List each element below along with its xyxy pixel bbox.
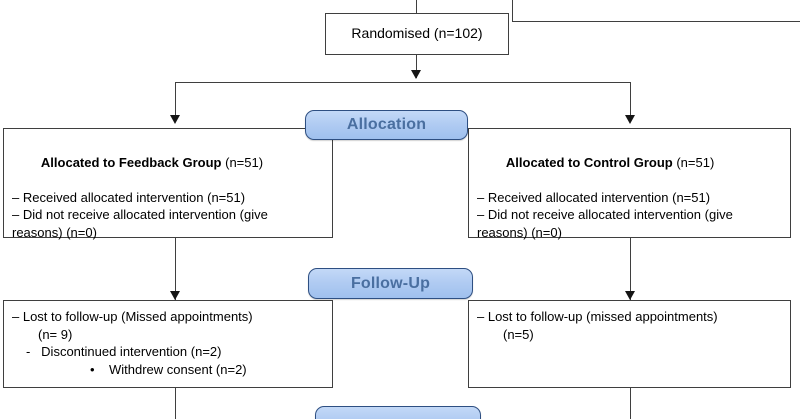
followup-box-right: – Lost to follow-up (missed appointments… — [468, 300, 791, 388]
split-left-drop — [175, 82, 176, 122]
split-right-arrowhead — [625, 115, 635, 124]
allocation-right-line-2: – Did not receive allocated intervention… — [477, 207, 733, 222]
allocation-right-heading: Allocated to Control Group — [505, 154, 673, 170]
followup-left-line-4: • Withdrew consent (n=2) — [90, 361, 247, 377]
allocation-right-to-followup-line — [630, 238, 631, 300]
split-left-arrowhead — [170, 115, 180, 124]
allocation-left-heading: Allocated to Feedback Group — [40, 154, 222, 170]
allocation-left-to-followup-arrowhead — [170, 291, 180, 300]
allocation-left-heading-count: (n=51) — [221, 154, 264, 170]
allocation-left-to-followup-line — [175, 238, 176, 300]
stage-banner-allocation: Allocation — [305, 110, 468, 140]
partial-enrolment-box-cropped — [512, 0, 800, 22]
allocation-left-line-2: – Did not receive allocated intervention… — [12, 207, 268, 222]
randomised-label: Randomised (n=102) — [351, 25, 483, 42]
followup-box-left: – Lost to follow-up (Missed appointments… — [3, 300, 333, 388]
allocation-left-heading-line: Allocated to Feedback Group (n=51) — [12, 136, 324, 189]
allocation-right-to-followup-arrowhead — [625, 291, 635, 300]
connector-into-randomised — [416, 0, 417, 14]
allocation-right-heading-line: Allocated to Control Group (n=51) — [477, 136, 782, 189]
followup-right-line-2: (n=5) — [503, 326, 534, 342]
followup-left-line-1: – Lost to follow-up (Missed appointments… — [12, 309, 253, 324]
allocation-left-line-3: reasons) (n=0) — [12, 224, 97, 240]
allocation-right-heading-count: (n=51) — [672, 154, 715, 170]
allocation-box-right: Allocated to Control Group (n=51) – Rece… — [468, 128, 791, 240]
allocation-left-line-1: – Received allocated intervention (n=51) — [12, 189, 246, 205]
followup-left-line-2: (n= 9) — [38, 326, 73, 342]
stage-banner-allocation-label: Allocation — [346, 116, 427, 133]
stage-banner-followup-label: Follow-Up — [350, 274, 431, 292]
followup-right-to-analysis-line — [630, 388, 631, 419]
allocation-right-line-1: – Received allocated intervention (n=51) — [477, 189, 711, 205]
followup-left-line-3: - Discontinued intervention (n=2) — [26, 344, 222, 359]
stage-banner-analysis-cropped — [315, 406, 481, 419]
split-right-drop — [630, 82, 631, 122]
randomised-stem-down — [416, 55, 417, 78]
randomised-box: Randomised (n=102) — [325, 13, 509, 55]
followup-right-line-1: – Lost to follow-up (missed appointments… — [477, 309, 718, 324]
stage-banner-followup: Follow-Up — [308, 268, 473, 299]
split-bus-horizontal — [175, 82, 631, 83]
randomised-stem-arrowhead — [411, 70, 421, 79]
followup-left-to-analysis-line — [175, 388, 176, 419]
allocation-box-left: Allocated to Feedback Group (n=51) – Rec… — [3, 128, 333, 240]
allocation-right-line-3: reasons) (n=0) — [477, 224, 562, 240]
